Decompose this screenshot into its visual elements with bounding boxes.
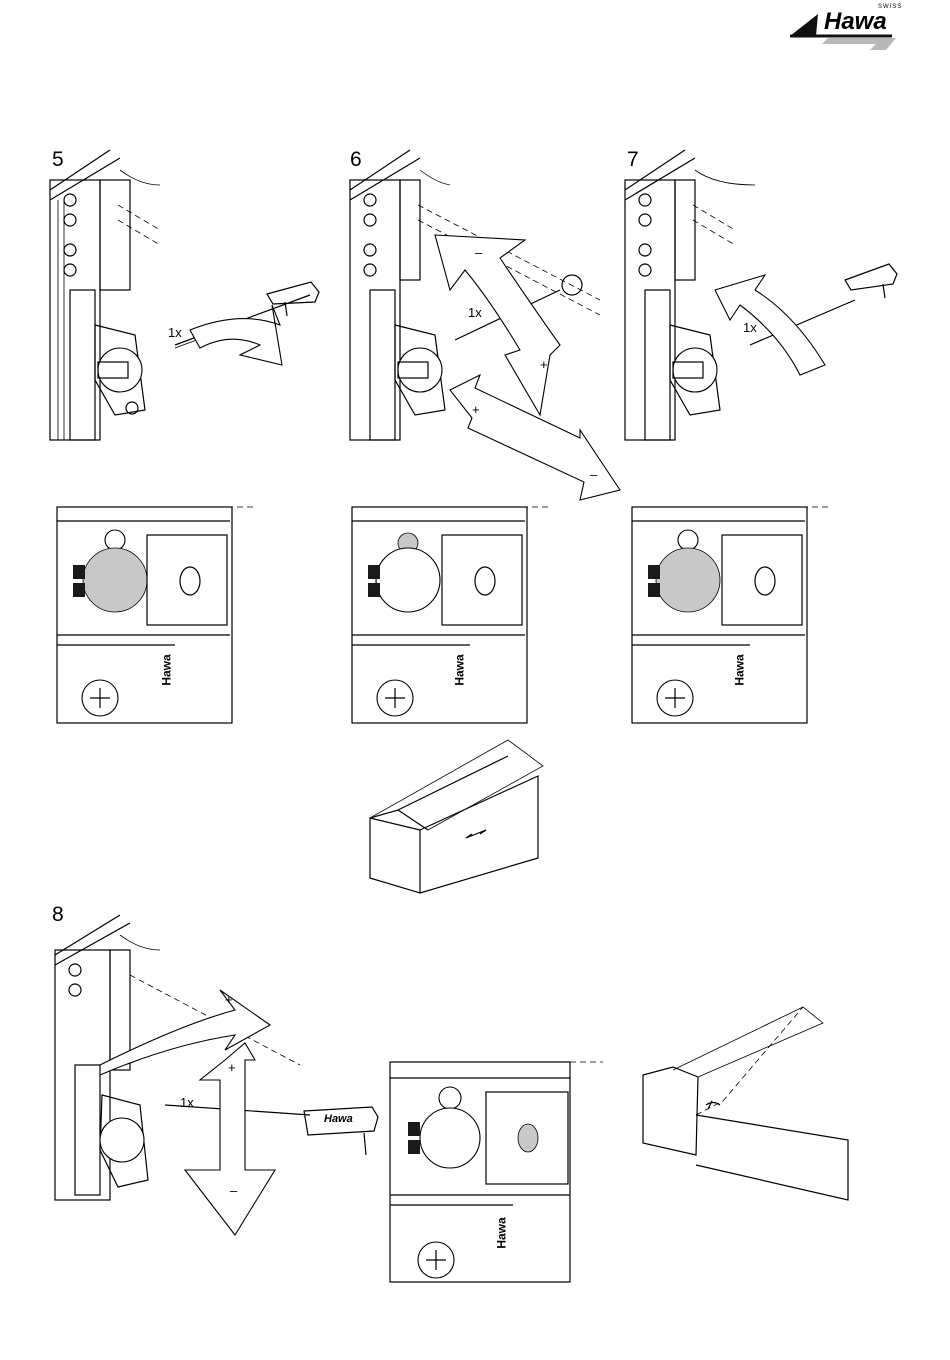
door-drawing: [368, 738, 548, 898]
step-6-illustration: 6 – + + – 1x: [340, 140, 640, 510]
step-8-illustration: 8 + + – 1x Hawa: [40, 895, 400, 1255]
detail-logo: Hawa: [160, 654, 174, 685]
detail-drawing: [350, 505, 570, 725]
detail-view-5: Hawa: [55, 505, 275, 725]
door-drawing: [638, 1005, 853, 1200]
step-5-illustration: 5 1x: [40, 140, 300, 460]
plus-label: +: [228, 1060, 236, 1075]
detail-view-7: Hawa: [630, 505, 850, 725]
detail-logo: Hawa: [453, 654, 467, 685]
detail-logo: Hawa: [495, 1217, 509, 1248]
brand-name: Hawa: [824, 8, 887, 36]
door-panel-slide: [368, 738, 548, 898]
rotate-arrow: [40, 140, 300, 460]
plus-label: +: [472, 402, 480, 417]
key-label: 1x: [743, 320, 757, 335]
key-icon: [843, 260, 903, 300]
mechanism-drawing: [40, 895, 400, 1255]
detail-view-8: Hawa: [388, 1060, 608, 1285]
minus-label: –: [475, 245, 482, 260]
key-icon: [302, 1103, 382, 1158]
mechanism-drawing: [340, 140, 640, 510]
brand-logo: SWISS Hawa: [788, 2, 903, 52]
key-label: 1x: [468, 305, 482, 320]
step-7-illustration: 7 1x: [615, 140, 915, 460]
detail-drawing: [55, 505, 275, 725]
detail-view-6: Hawa: [350, 505, 570, 725]
key-icon: [265, 280, 325, 320]
key-tool: Hawa: [302, 1103, 382, 1158]
minus-label: –: [230, 1183, 237, 1198]
minus-label: –: [590, 467, 597, 482]
detail-drawing: [630, 505, 850, 725]
detail-drawing: [388, 1060, 608, 1285]
key-tool: [843, 260, 903, 300]
detail-logo: Hawa: [733, 654, 747, 685]
key-brand-text: Hawa: [324, 1113, 353, 1125]
key-label: 1x: [180, 1095, 194, 1110]
key-label: 1x: [168, 325, 182, 340]
plus-label: +: [540, 357, 548, 372]
door-panel-tilt: [638, 1005, 853, 1200]
mechanism-drawing: [615, 140, 915, 460]
key-tool: [265, 280, 325, 304]
plus-label: +: [225, 992, 233, 1007]
